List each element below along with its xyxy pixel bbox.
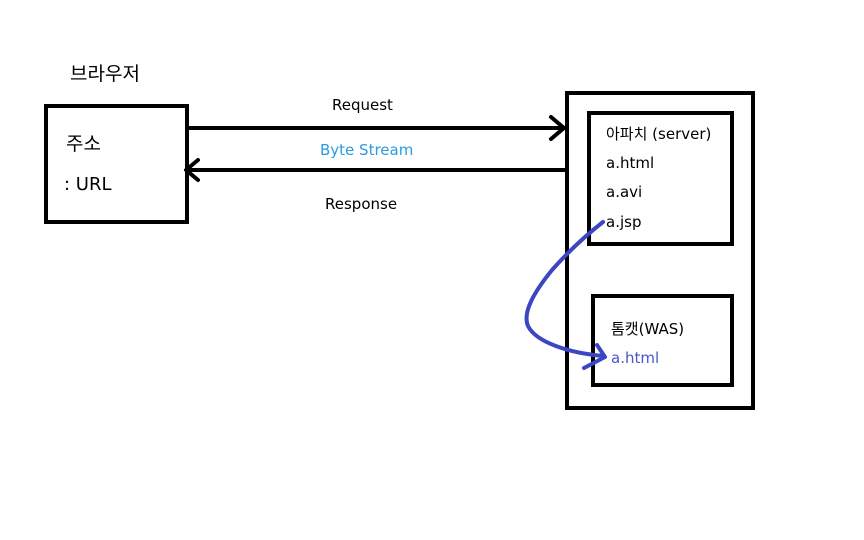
tomcat-title: 톰캣(WAS) (611, 320, 684, 338)
apache-title: 아파치 (server) (606, 125, 711, 143)
byte-stream-label: Byte Stream (320, 141, 413, 159)
browser-title: 브라우저 (70, 63, 140, 85)
browser-box (44, 104, 189, 224)
response-arrowhead (184, 158, 200, 182)
browser-url-label: : URL (64, 174, 112, 195)
apache-file-avi: a.avi (606, 183, 642, 201)
apache-file-jsp: a.jsp (606, 213, 641, 231)
server-box (565, 91, 755, 410)
tomcat-box (591, 294, 734, 387)
response-label: Response (325, 195, 397, 213)
apache-box (587, 111, 734, 246)
apache-file-html: a.html (606, 154, 654, 172)
tomcat-file-html: a.html (611, 349, 659, 367)
request-arrowhead (549, 115, 566, 141)
request-label: Request (332, 96, 393, 114)
forward-arrowhead (582, 343, 607, 370)
forward-arrow-line (524, 220, 606, 358)
browser-address-label: 주소 (66, 133, 101, 155)
